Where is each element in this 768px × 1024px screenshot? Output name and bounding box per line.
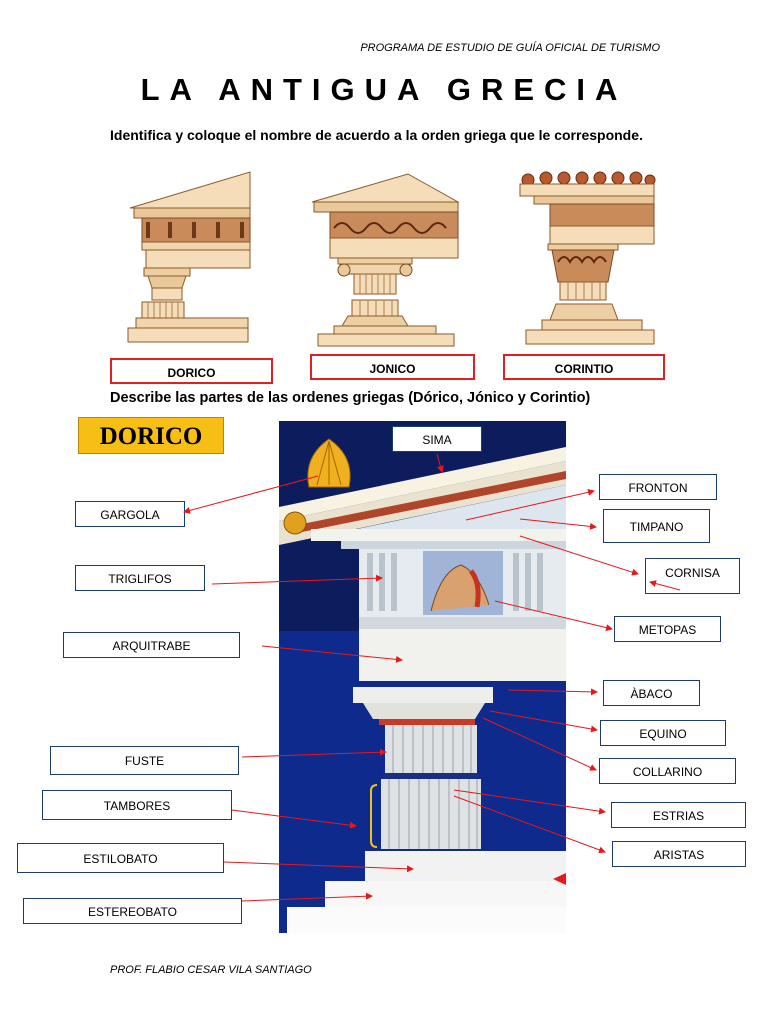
instruction-text: Identifica y coloque el nombre de acuerd… [110, 127, 643, 143]
doric-column-icon [127, 171, 251, 343]
label-aristas[interactable]: ARISTAS [612, 841, 746, 867]
label-sima[interactable]: SIMA [392, 426, 482, 452]
label-triglifos[interactable]: TRIGLIFOS [75, 565, 205, 591]
label-equino[interactable]: EQUINO [600, 720, 726, 746]
page-title: LA ANTIGUA GRECIA [140, 72, 628, 107]
label-tambores[interactable]: TAMBORES [42, 790, 232, 820]
label-timpano[interactable]: TIMPANO [603, 509, 710, 543]
label-estrias[interactable]: ESTRIAS [611, 802, 746, 828]
section-subtitle: Describe las partes de las ordenes grieg… [110, 390, 591, 406]
label-cornisa[interactable]: CORNISA [645, 558, 740, 594]
footer-author: PROF. FLABIO CESAR VILA SANTIAGO [110, 964, 312, 976]
label-estilobato[interactable]: ESTILOBATO [17, 843, 224, 873]
program-header: PROGRAMA DE ESTUDIO DE GUÍA OFICIAL DE T… [360, 42, 660, 54]
label-fuste[interactable]: FUSTE [50, 746, 239, 775]
label-fronton[interactable]: FRONTON [599, 474, 717, 500]
corinthian-column-icon [519, 171, 656, 345]
doric-order-diagram [279, 421, 566, 933]
label-arquitrabe[interactable]: ARQUITRABE [63, 632, 240, 658]
label-estereobato[interactable]: ESTEREOBATO [23, 898, 242, 924]
answer-box-jonico[interactable]: JONICO [310, 354, 475, 380]
label-metopas[interactable]: METOPAS [614, 616, 721, 642]
label-abaco[interactable]: ÀBACO [603, 680, 700, 706]
answer-box-corintio[interactable]: CORINTIO [503, 354, 665, 380]
ionic-column-icon [311, 173, 460, 347]
label-collarino[interactable]: COLLARINO [599, 758, 736, 784]
dorico-badge: DORICO [78, 417, 224, 454]
answer-box-dorico[interactable]: DORICO [110, 358, 273, 384]
label-gargola[interactable]: GARGOLA [75, 501, 185, 527]
